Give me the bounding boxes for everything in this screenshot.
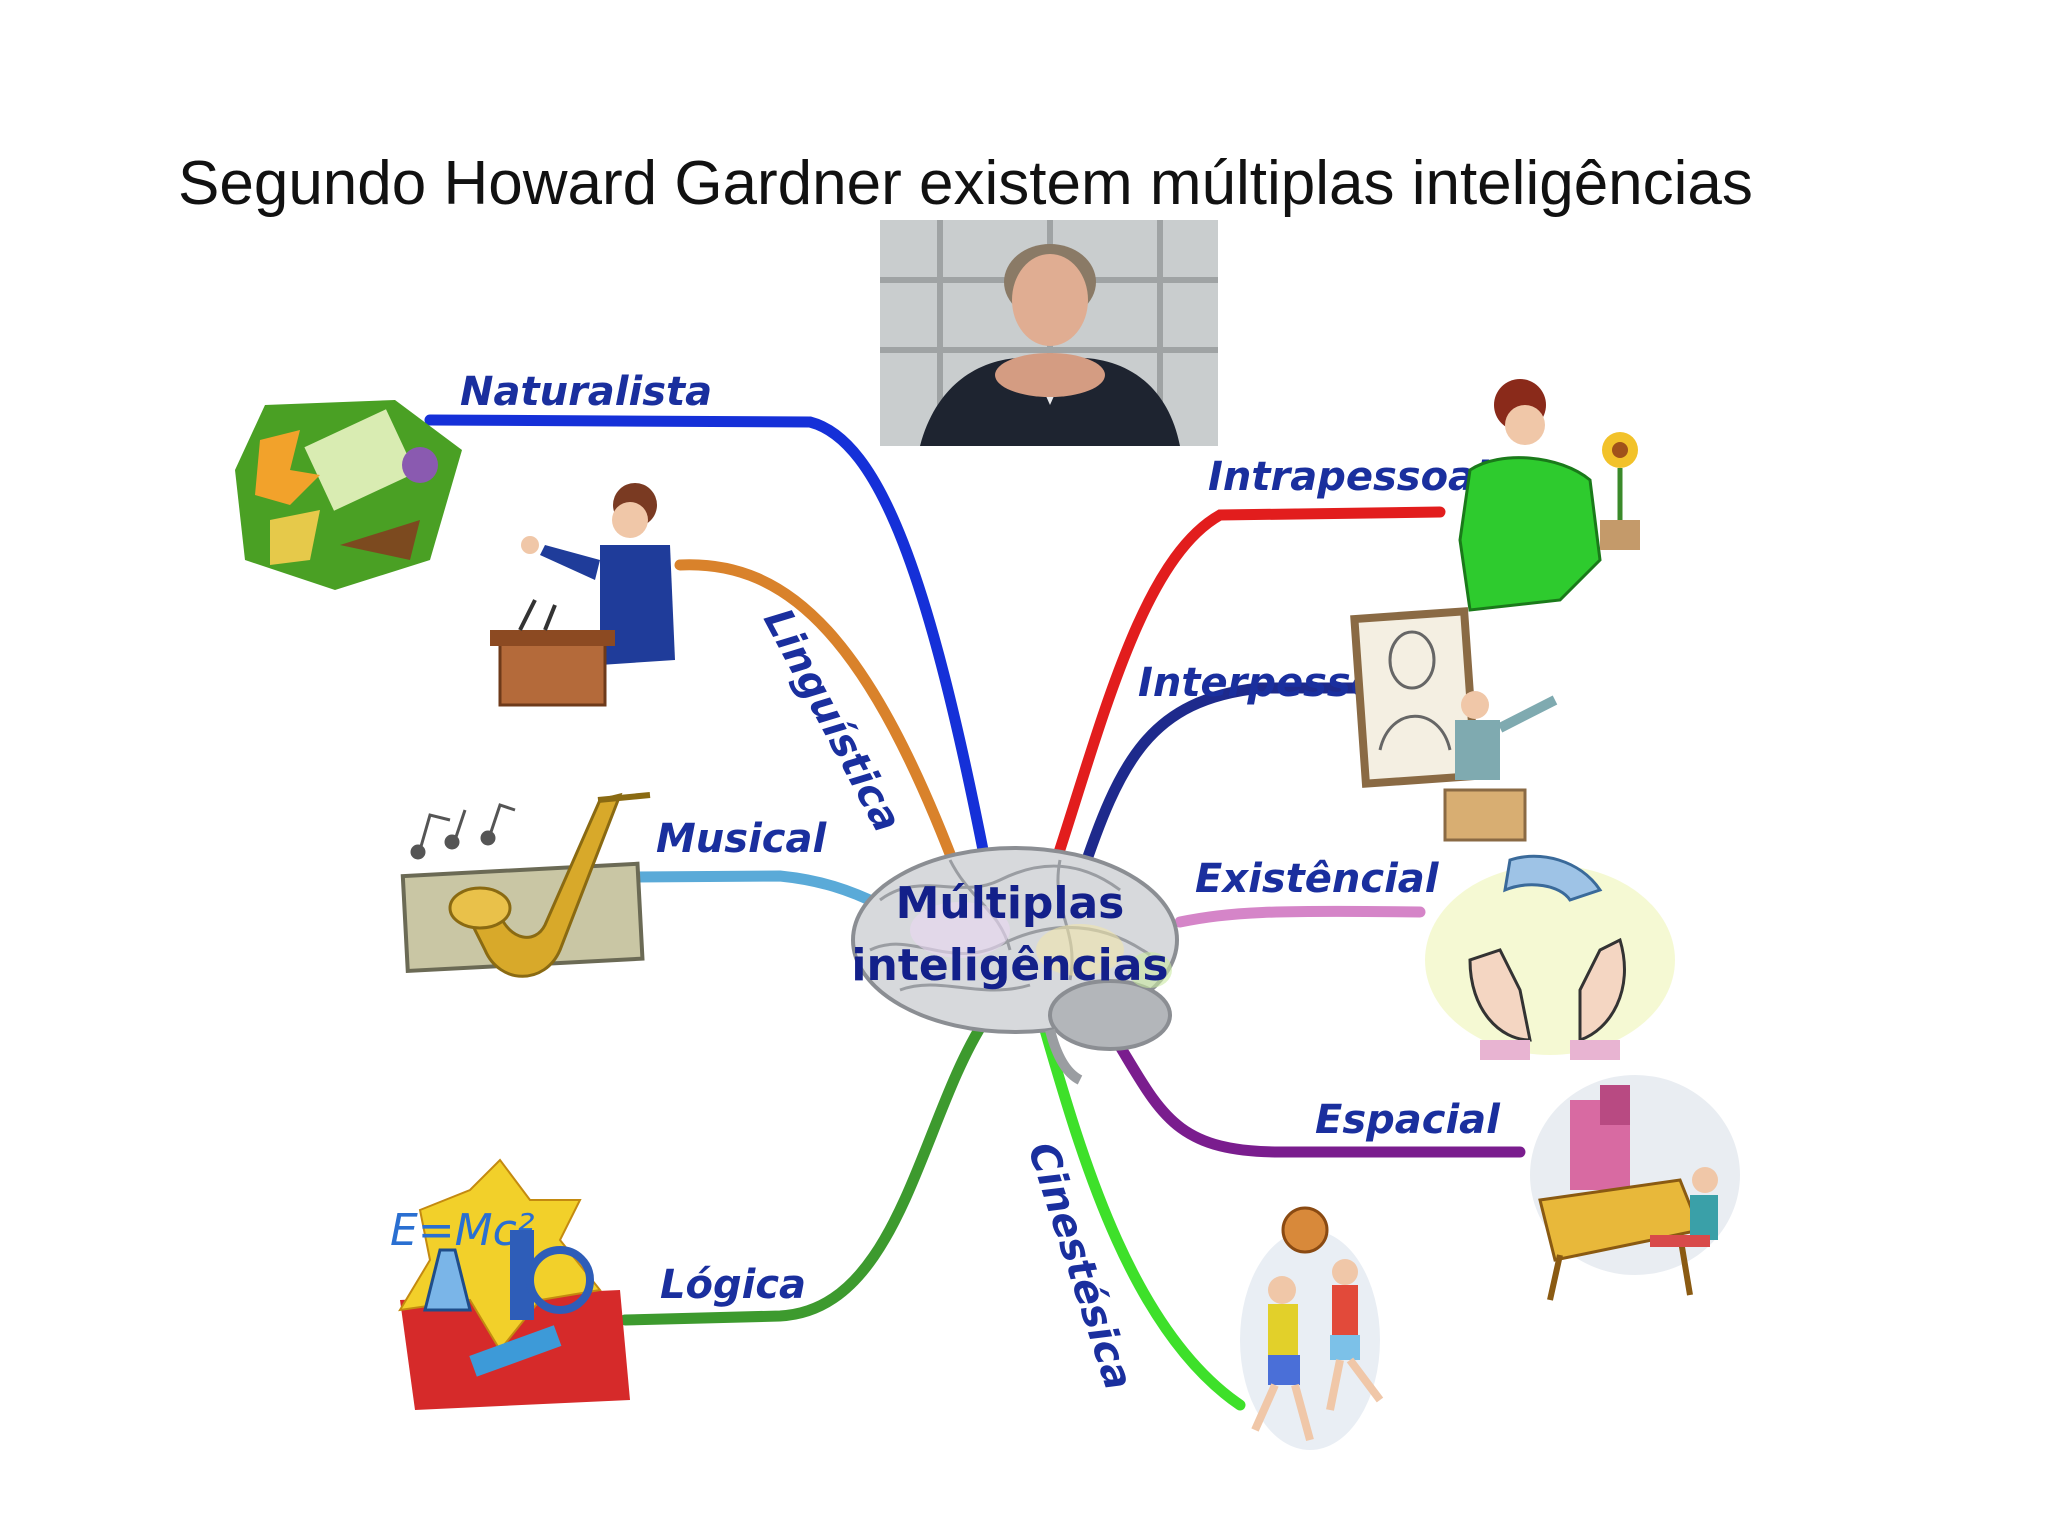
label-existencial: Existêncial — [1195, 856, 1440, 902]
branch-line-cinestesica — [1039, 1024, 1246, 1411]
center-label-line2: inteligências — [851, 940, 1168, 991]
dancers-ball-icon — [1240, 1206, 1384, 1450]
howard-gardner-photo — [880, 220, 1218, 446]
saxophone-icon — [400, 792, 651, 978]
label-naturalista: Naturalista — [460, 369, 712, 415]
architect-drafting-icon — [1530, 1075, 1740, 1301]
hands-dove-icon — [1425, 854, 1675, 1060]
label-cinestesica: Cinestésica — [1018, 1137, 1141, 1396]
center-label-line1: Múltiplas — [896, 878, 1125, 929]
label-intrapessoal: Intrapessoal — [1208, 454, 1490, 500]
branch-line-linguistica — [674, 559, 966, 886]
branch-line-logica — [619, 1014, 991, 1326]
speaker-podium-icon — [490, 483, 675, 707]
portrait-frame-icon — [1350, 607, 1558, 842]
brain-icon — [851, 846, 1179, 1085]
branch-line-musical — [624, 870, 886, 911]
branch-line-existencial — [1174, 905, 1426, 928]
leaves-book-icon — [235, 400, 462, 590]
branch-line-espacial — [1104, 1024, 1526, 1158]
label-espacial: Espacial — [1315, 1097, 1501, 1143]
science-logic-icon: E=Mc² — [390, 1158, 630, 1410]
branch-line-naturalista — [424, 414, 991, 866]
slide-title: Segundo Howard Gardner existem múltiplas… — [178, 149, 1753, 218]
branch-line-intrapessoal — [1044, 506, 1446, 886]
branch-line-interpessoal — [1074, 682, 1361, 886]
woman-flower-icon — [1458, 379, 1640, 612]
label-musical: Musical — [656, 816, 828, 862]
label-logica: Lógica — [660, 1262, 806, 1308]
